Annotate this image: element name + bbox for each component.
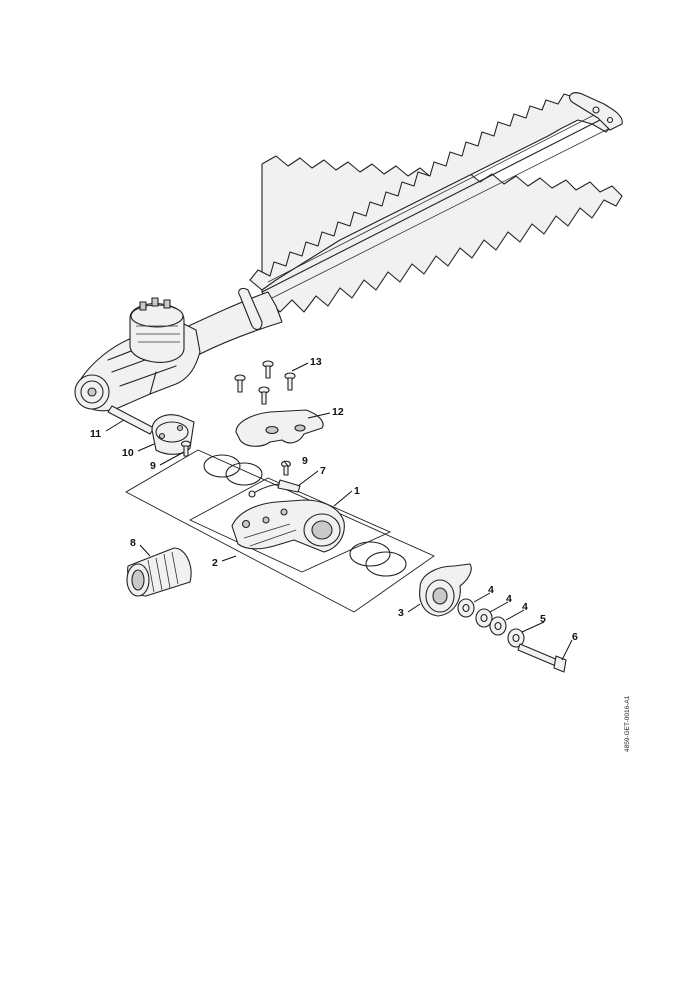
callout-13: 13 bbox=[310, 356, 322, 368]
callout-9-left: 9 bbox=[150, 460, 156, 472]
blade-spine bbox=[261, 117, 605, 293]
callout-5: 5 bbox=[540, 613, 546, 625]
motor-terminal-1 bbox=[139, 301, 147, 311]
reference-code: 4859-GET-0016-A1 bbox=[624, 695, 631, 752]
screws-13 bbox=[234, 360, 296, 405]
callout-12: 12 bbox=[332, 406, 344, 418]
callout-8: 8 bbox=[130, 537, 136, 549]
callout-6: 6 bbox=[572, 631, 578, 643]
cable-7 bbox=[248, 479, 301, 498]
cover-12 bbox=[235, 409, 324, 447]
bearing-cap-3 bbox=[419, 563, 472, 617]
gearbox-housing-1 bbox=[231, 499, 345, 553]
motor-terminal-3 bbox=[163, 299, 171, 309]
handle-tube-8 bbox=[126, 547, 192, 597]
callout-9-right: 9 bbox=[302, 455, 308, 467]
gear-housing bbox=[74, 287, 283, 412]
washer-5 bbox=[507, 628, 525, 648]
callout-4-b: 4 bbox=[506, 593, 512, 605]
assembly-2-outline bbox=[125, 449, 435, 613]
screw-9-left bbox=[180, 440, 192, 457]
bearing-housing-10 bbox=[151, 414, 195, 455]
callouts: 13 12 11 10 9 9 7 1 8 2 3 4 4 4 5 6 bbox=[90, 356, 578, 643]
callout-10: 10 bbox=[122, 447, 134, 459]
screw bbox=[262, 360, 274, 379]
cover-hole-2 bbox=[294, 424, 306, 432]
screw bbox=[234, 374, 246, 393]
washers-4 bbox=[457, 598, 507, 636]
callout-11: 11 bbox=[90, 428, 101, 440]
retaining-rings-upper bbox=[203, 454, 263, 486]
motor-top bbox=[130, 304, 184, 328]
callout-3: 3 bbox=[398, 607, 404, 619]
blade-lower-teeth bbox=[261, 155, 623, 313]
callout-4-a: 4 bbox=[488, 584, 494, 596]
retaining-rings-lower bbox=[349, 541, 407, 577]
callout-2: 2 bbox=[212, 557, 218, 569]
screw bbox=[284, 372, 296, 391]
screw bbox=[258, 386, 270, 405]
leader-lines bbox=[105, 362, 573, 661]
shaft-11 bbox=[107, 405, 155, 435]
callout-7: 7 bbox=[320, 465, 326, 477]
housing-collar bbox=[238, 287, 263, 331]
cutter-blade bbox=[249, 92, 623, 313]
blade-tip-rivet-2 bbox=[606, 116, 614, 124]
cover-hole bbox=[265, 425, 279, 435]
motor-terminal-2 bbox=[151, 297, 159, 307]
callout-4-c: 4 bbox=[522, 601, 528, 613]
bolt-6 bbox=[517, 643, 567, 673]
blade-upper-teeth bbox=[249, 93, 615, 291]
assembly-1-outline bbox=[188, 477, 392, 573]
callout-1: 1 bbox=[354, 485, 360, 497]
blade-tip-rivet bbox=[592, 106, 600, 114]
